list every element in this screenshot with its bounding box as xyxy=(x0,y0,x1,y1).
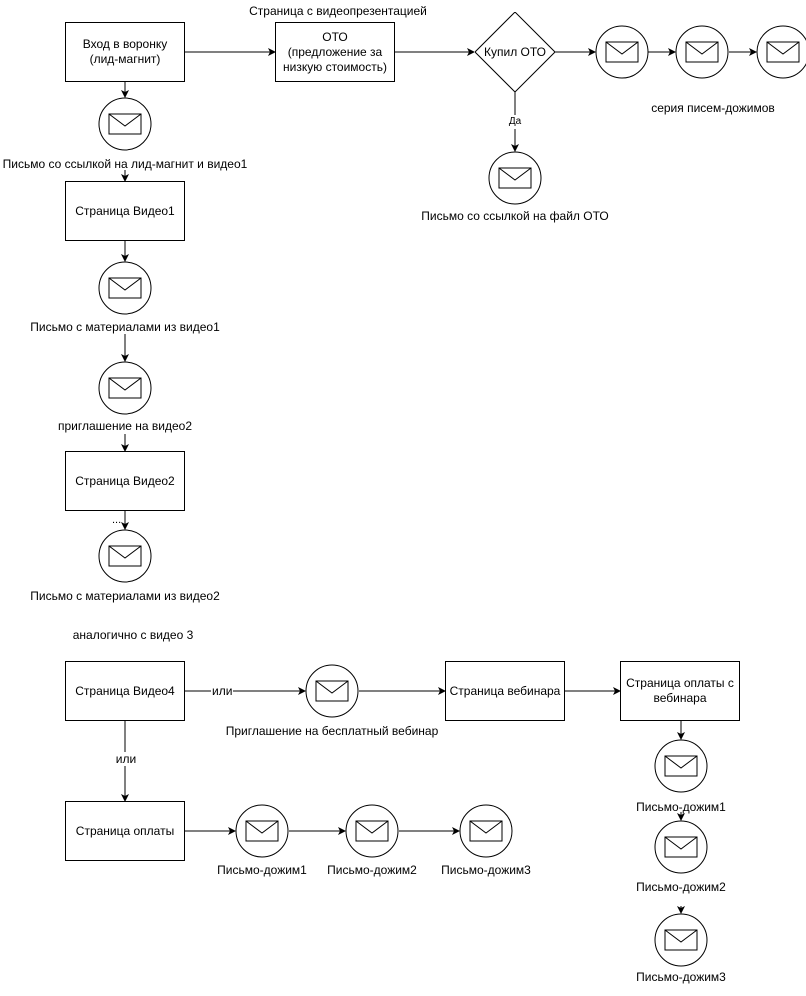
same-for-video3-label: аналогично с видео 3 xyxy=(72,628,194,642)
envelope-icon xyxy=(98,97,152,151)
email-video1-materials-label: Письмо с материалами из видео1 xyxy=(30,320,220,334)
envelope-icon xyxy=(98,261,152,315)
edge-label-ellipsis: ... xyxy=(112,514,122,526)
email-leadmagnet-label: Письмо со ссылкой на лид-магнит и видео1 xyxy=(2,157,248,171)
email-video2-materials-label: Письмо с материалами из видео2 xyxy=(30,589,220,603)
envelope-icon xyxy=(305,664,359,718)
envelope-icon xyxy=(756,25,806,79)
envelope-icon xyxy=(488,151,542,205)
edge-label-or-down: или xyxy=(114,752,138,766)
followup2-a-label: Письмо-дожим2 xyxy=(327,863,417,877)
edge-label-or-right: или xyxy=(211,684,234,698)
webinar-payment-page-box: Страница оплаты с вебинара xyxy=(620,661,740,721)
envelope-icon xyxy=(654,913,708,967)
free-webinar-invite-label: Приглашение на бесплатный вебинар xyxy=(225,724,439,738)
webinar-page-box: Страница вебинара xyxy=(445,661,565,721)
envelope-icon xyxy=(675,25,729,79)
funnel-entry-box: Вход в воронку (лид-магнит) xyxy=(65,22,185,82)
envelope-icon xyxy=(459,804,513,858)
envelope-icon xyxy=(235,804,289,858)
email-oto-file-label: Письмо со ссылкой на файл ОТО xyxy=(421,209,609,223)
oto-page-title: Страница с видеопрезентацией xyxy=(249,4,427,18)
invite-video2-label: приглашение на видео2 xyxy=(57,419,193,433)
followup3-a-label: Письмо-дожим3 xyxy=(441,863,531,877)
video2-page-box: Страница Видео2 xyxy=(65,451,185,511)
oto-box: ОТО (предложение за низкую стоимость) xyxy=(275,22,395,82)
followup1-a-label: Письмо-дожим1 xyxy=(217,863,307,877)
followup3-b-label: Письмо-дожим3 xyxy=(636,970,726,984)
edge-label-yes: Да xyxy=(507,115,523,129)
decision-label: Купил ОТО xyxy=(484,45,546,59)
payment-page-box: Страница оплаты xyxy=(65,801,185,861)
followup-series-label: серия писем-дожимов xyxy=(651,101,775,115)
video4-page-box: Страница Видео4 xyxy=(65,661,185,721)
envelope-icon xyxy=(595,25,649,79)
video1-page-box: Страница Видео1 xyxy=(65,181,185,241)
envelope-icon xyxy=(98,361,152,415)
followup2-b-label: Письмо-дожим2 xyxy=(636,880,726,894)
envelope-icon xyxy=(654,739,708,793)
followup1-b-label: Письмо-дожим1 xyxy=(636,800,726,814)
envelope-icon xyxy=(345,804,399,858)
envelope-icon xyxy=(654,820,708,874)
envelope-icon xyxy=(98,529,152,583)
decision-bought-oto: Купил ОТО xyxy=(475,12,555,92)
